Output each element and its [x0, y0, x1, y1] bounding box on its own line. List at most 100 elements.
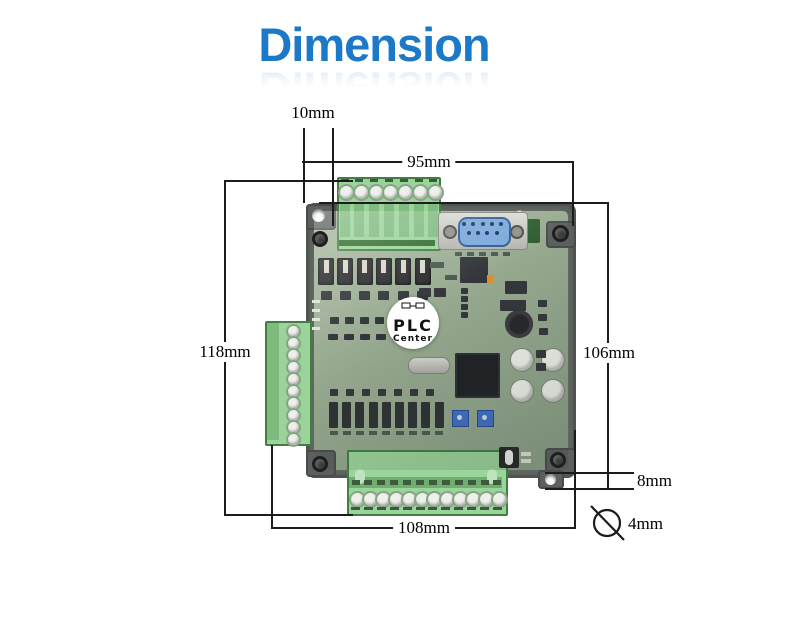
- switch-toggle: [505, 450, 513, 465]
- capacitor: [510, 348, 534, 372]
- solder-pads: [430, 262, 444, 268]
- page-title: Dimension Dimension: [258, 18, 491, 91]
- dim-label-106mm: 106mm: [578, 343, 640, 363]
- terminal-slot: [413, 203, 424, 237]
- dim-ext-118mm-top: [224, 180, 353, 182]
- title-reflection: Dimension: [258, 64, 490, 91]
- dim-ext-95mm-right: [572, 161, 574, 226]
- smd-component: [538, 314, 547, 321]
- terminal-label: [441, 507, 451, 510]
- soic-chip: [500, 300, 526, 311]
- solder-pads: [503, 252, 510, 256]
- smd-component: [539, 328, 548, 335]
- terminal-pin: [351, 480, 360, 485]
- db9-pin: [475, 231, 480, 235]
- solder-pads: [382, 431, 391, 435]
- terminal-screw: [285, 432, 301, 447]
- smd-component: [394, 389, 402, 396]
- db9-pin: [489, 222, 494, 226]
- transistor: [320, 291, 332, 300]
- terminal-slot: [369, 203, 380, 237]
- smd-component: [345, 317, 354, 324]
- solder-pads: [342, 431, 351, 435]
- dim-ext-118mm-bottom: [224, 514, 353, 516]
- optocoupler: [381, 402, 391, 428]
- smd-component: [362, 389, 370, 396]
- smd-component: [376, 334, 386, 340]
- relay-slot: [323, 260, 329, 273]
- mounting-hole-top-left: [312, 209, 325, 222]
- solder-pads: [445, 275, 457, 280]
- smd-component: [536, 363, 546, 371]
- solder-pads: [408, 431, 417, 435]
- terminal-label: [429, 179, 438, 182]
- dim-ext-108mm-left: [271, 445, 273, 529]
- dim-line-8mm-bottom: [545, 488, 634, 490]
- terminal-label: [402, 507, 412, 510]
- optocoupler: [395, 402, 404, 428]
- trimpot-dot: [457, 415, 462, 420]
- solder-pads: [491, 252, 498, 256]
- optocoupler: [329, 402, 338, 428]
- trimpot-dot: [482, 415, 487, 420]
- solder-pads: [421, 431, 430, 435]
- terminal-label: [428, 507, 438, 510]
- relay-slot: [362, 260, 368, 273]
- db9-pin: [462, 222, 466, 226]
- terminal-label: [376, 507, 386, 510]
- title-text: Dimension: [258, 18, 490, 71]
- db9-pin: [485, 231, 490, 235]
- terminal-pin: [441, 480, 450, 485]
- db9-pin: [499, 222, 504, 226]
- terminal-label: [351, 507, 360, 510]
- mcu-chip: [455, 353, 500, 398]
- optocoupler: [408, 402, 418, 428]
- terminal-label: [363, 507, 373, 510]
- smd-component: [419, 288, 431, 297]
- case-screw-bottom-right: [550, 452, 566, 468]
- dim-line-10mm-left: [303, 128, 305, 203]
- terminal-pin: [493, 480, 502, 485]
- plc-center-logo: PLC Center: [387, 297, 439, 349]
- db9-pin: [494, 231, 499, 235]
- optocoupler: [421, 402, 431, 428]
- solder-pads: [479, 252, 486, 256]
- smd-component: [538, 300, 547, 307]
- smd-component: [330, 389, 338, 396]
- terminal-pin: [428, 480, 437, 485]
- terminal-label: [389, 507, 399, 510]
- smd-component: [461, 296, 468, 302]
- smd-component: [360, 334, 370, 340]
- terminal-label: [414, 179, 423, 182]
- terminal-label: [370, 179, 379, 182]
- dim-label-108mm: 108mm: [393, 518, 455, 538]
- case-screw-bottom-left: [312, 456, 328, 472]
- terminal-slot: [383, 203, 394, 237]
- silkscreen-label: [521, 452, 531, 456]
- ic-chip: [460, 257, 488, 283]
- smd-component: [461, 304, 468, 310]
- smd-component: [375, 317, 384, 324]
- optocoupler: [434, 402, 444, 428]
- optocoupler: [342, 402, 352, 428]
- db9-pin: [471, 222, 476, 226]
- terminal-label: [415, 507, 425, 510]
- mounting-hole-bottom-right: [545, 474, 556, 485]
- dim-label-10mm: 10mm: [291, 103, 335, 122]
- solder-pads: [329, 431, 338, 435]
- optocoupler: [355, 402, 365, 428]
- terminal-label: [384, 179, 393, 182]
- terminal-pin: [467, 480, 476, 485]
- terminal-block-bottom-pins: [349, 477, 502, 488]
- silkscreen-label: [312, 318, 320, 321]
- terminal-pin: [377, 480, 386, 485]
- case-screw-top-right: [552, 225, 569, 242]
- terminal-block-ear-right: [487, 469, 497, 484]
- terminal-pin: [364, 480, 373, 485]
- dim-label-8mm: 8mm: [637, 471, 672, 490]
- solder-pads: [455, 252, 462, 256]
- plc-device-icon: [401, 302, 425, 309]
- terminal-label: [492, 507, 502, 510]
- connector-small: [527, 219, 540, 243]
- dim-label-118mm: 118mm: [194, 342, 256, 362]
